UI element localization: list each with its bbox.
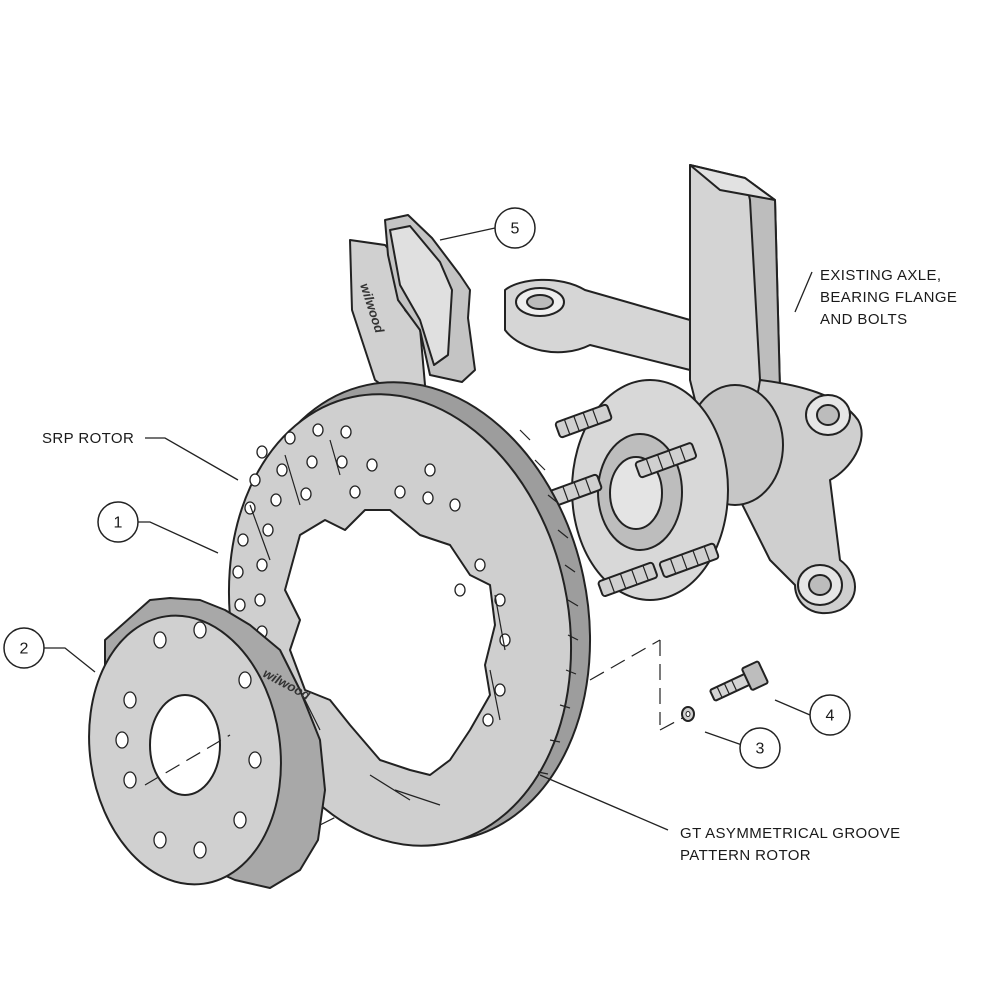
- callout-2: 2: [3, 627, 45, 669]
- callout-5: 5: [494, 207, 536, 249]
- label-gt-rotor-line2: PATTERN ROTOR: [680, 847, 811, 864]
- callout-3: 3: [739, 727, 781, 769]
- mounting-bolt: [709, 660, 769, 702]
- callout-1-number: 1: [114, 515, 123, 532]
- brake-pads: wilwood: [349, 214, 476, 406]
- label-existing-axle-line1: EXISTING AXLE,: [820, 267, 941, 284]
- callout-2-number: 2: [20, 641, 29, 658]
- callout-4-number: 4: [826, 708, 835, 725]
- hub-bearing-flange: [540, 379, 784, 601]
- callout-1: 1: [97, 501, 139, 543]
- rotor-drill-holes: [232, 423, 511, 727]
- rotor-hat: wilwood: [88, 597, 326, 889]
- label-srp-rotor: SRP ROTOR: [42, 430, 134, 447]
- label-existing-axle-line2: BEARING FLANGE: [820, 289, 957, 306]
- label-gt-rotor-line1: GT ASYMMETRICAL GROOVE: [680, 825, 901, 842]
- callout-4: 4: [809, 694, 851, 736]
- callout-5-number: 5: [511, 221, 520, 238]
- rotor-vent-edge: [519, 429, 579, 775]
- hat-bolt-holes: [115, 621, 262, 859]
- washer: [681, 706, 695, 722]
- label-existing-axle-line3: AND BOLTS: [820, 311, 908, 328]
- callout-3-number: 3: [756, 741, 765, 758]
